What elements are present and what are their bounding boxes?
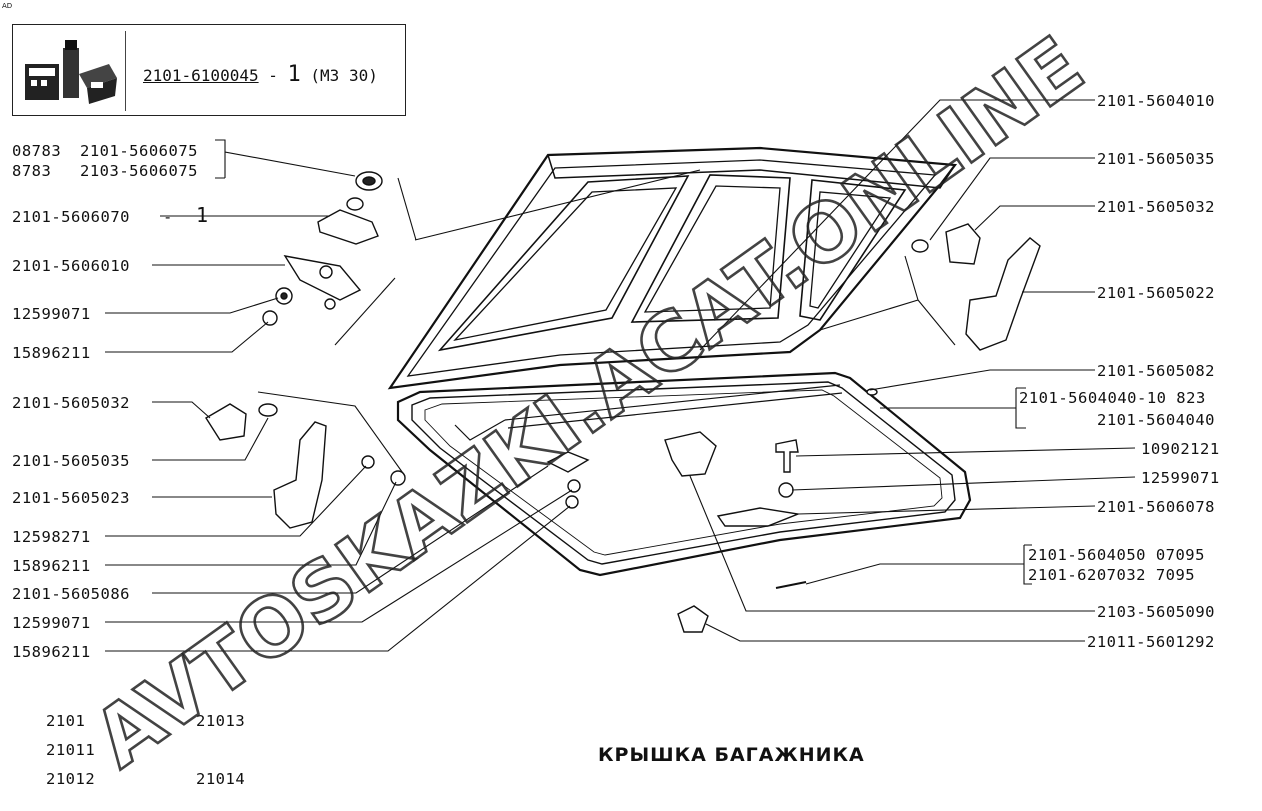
rod-end	[454, 419, 506, 441]
ref-right-10b: 2101-6207032 7095	[1028, 566, 1196, 584]
lid-window-left-inner	[453, 187, 678, 342]
washer-part-2	[390, 470, 406, 486]
ref-left-8: 2101-5605035	[12, 452, 130, 470]
ref-left-6: 15896211	[12, 344, 91, 362]
ref-right-11: 2103-5605090	[1097, 603, 1215, 621]
model-5: 21014	[196, 770, 246, 788]
ref-left-14: 15896211	[12, 643, 91, 661]
kit-note: (МЗ 30)	[310, 66, 378, 85]
latch-bracket	[664, 431, 717, 477]
lid-outer-frame	[387, 146, 958, 390]
kit-qty: 1	[287, 62, 301, 87]
ref-left-1b: 2101-5606075	[80, 142, 198, 160]
kit-icon	[25, 40, 117, 104]
ref-left-9: 2101-5605023	[12, 489, 130, 507]
ref-right-7: 10902121	[1141, 440, 1220, 458]
kit-eq: -	[268, 66, 278, 85]
ref-left-13: 12599071	[12, 614, 91, 632]
ref-right-6b: 2101-5604040	[1097, 411, 1215, 429]
lock-striker-right	[965, 237, 1041, 351]
ref-right-5: 2101-5605082	[1097, 362, 1215, 380]
model-4: 21012	[46, 770, 96, 788]
bracket-left	[205, 403, 247, 441]
ref-left-10: 12598271	[12, 528, 91, 546]
ref-right-12: 21011-5601292	[1087, 633, 1215, 651]
rod-small	[775, 581, 807, 589]
model-2: 21013	[196, 712, 246, 730]
ref-left-3-dash: -	[163, 208, 173, 226]
plate-part	[716, 507, 801, 527]
ref-right-1: 2101-5604010	[1097, 92, 1215, 110]
ref-right-6a: 2101-5604040-10 823	[1019, 389, 1206, 407]
nut-part-2	[262, 310, 278, 326]
cap-part	[677, 605, 709, 633]
seal-outer	[396, 371, 972, 577]
lid-top-bar	[547, 154, 956, 189]
ref-right-10a: 2101-5604050 07095	[1028, 546, 1205, 564]
ref-left-3-qty: 1	[196, 203, 209, 227]
kit-box: 2101-6100045 - 1 (МЗ 30)	[12, 24, 406, 116]
page-title: КРЫШКА БАГАЖНИКА	[598, 744, 865, 766]
washer-part-1	[361, 455, 375, 469]
lid-inner-frame	[406, 159, 937, 377]
ref-left-1a: 08783	[12, 142, 62, 160]
lid-window-right	[799, 179, 907, 321]
ref-left-2b: 2103-5606075	[80, 162, 198, 180]
hinge-plate-part	[283, 255, 362, 301]
lid-window-left	[437, 175, 690, 352]
ref-left-12: 2101-5605086	[12, 585, 130, 603]
ref-right-3: 2101-5605032	[1097, 198, 1215, 216]
ref-left-7: 2101-5605032	[12, 394, 130, 412]
bumper-left	[258, 403, 278, 417]
ref-right-8: 12599071	[1141, 469, 1220, 487]
ref-left-4: 2101-5606010	[12, 257, 130, 275]
bracket-right	[945, 223, 981, 265]
ref-left-11: 15896211	[12, 557, 91, 575]
support-rod	[504, 384, 843, 429]
ref-left-3: 2101-5606070	[12, 208, 130, 226]
ref-left-2a: 8783	[12, 162, 52, 180]
lid-window-mid-inner	[643, 185, 781, 313]
bumper-right	[911, 239, 929, 253]
ref-right-9: 2101-5606078	[1097, 498, 1215, 516]
kit-divider	[125, 31, 126, 111]
ref-right-4: 2101-5605022	[1097, 284, 1215, 302]
ref-right-2: 2101-5605035	[1097, 150, 1215, 168]
corner-mark: AD	[2, 2, 13, 10]
nut-part-3	[778, 482, 794, 498]
model-3: 21011	[46, 741, 96, 759]
hinge-pin-part	[317, 209, 379, 245]
rubber-stop	[866, 388, 878, 396]
lid-window-right-inner	[809, 191, 892, 309]
lid-window-mid	[630, 174, 791, 323]
lid-diagonal	[414, 169, 701, 241]
washer-part-3	[567, 479, 581, 493]
clip-part	[546, 451, 590, 473]
bolt-part	[775, 439, 799, 473]
lock-striker-left	[273, 421, 327, 529]
kit-text: 2101-6100045 - 1 (МЗ 30)	[143, 62, 378, 87]
ref-left-5: 12599071	[12, 305, 91, 323]
seal-inner2	[424, 389, 943, 556]
model-1: 2101	[46, 712, 86, 730]
kit-number: 2101-6100045	[143, 66, 259, 85]
seal-inner	[411, 381, 956, 565]
washer-part-4	[565, 495, 579, 509]
